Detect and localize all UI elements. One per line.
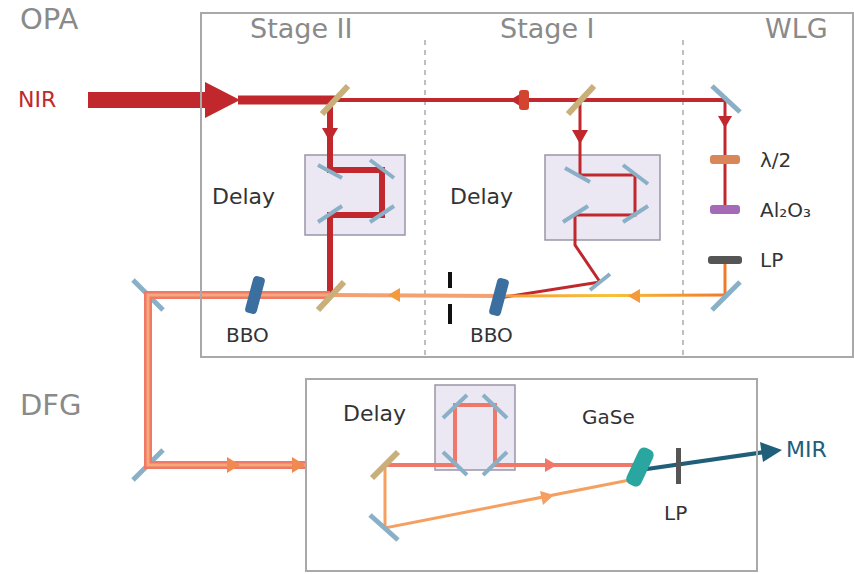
section-heading: OPA <box>20 2 78 36</box>
component-label: LP <box>760 247 783 273</box>
beam-label: MIR <box>786 436 827 464</box>
stage-heading: Stage II <box>250 12 353 45</box>
stage-heading: WLG <box>765 12 828 45</box>
component-label: λ/2 <box>760 147 791 173</box>
beam-label: NIR <box>18 86 56 114</box>
component-label: Delay <box>343 400 406 428</box>
section-frame: OPA <box>200 12 854 358</box>
component-label: BBO <box>470 322 513 348</box>
component-label: Delay <box>450 183 513 211</box>
stage-heading: Stage I <box>500 12 595 45</box>
component-label: LP <box>664 500 687 526</box>
component-label: Al₂O₃ <box>760 197 811 223</box>
beam-connector <box>148 295 305 473</box>
section-heading: DFG <box>20 388 81 422</box>
component-label: GaSe <box>582 404 635 430</box>
component-label: BBO <box>226 322 269 348</box>
component-label: Delay <box>212 183 275 211</box>
